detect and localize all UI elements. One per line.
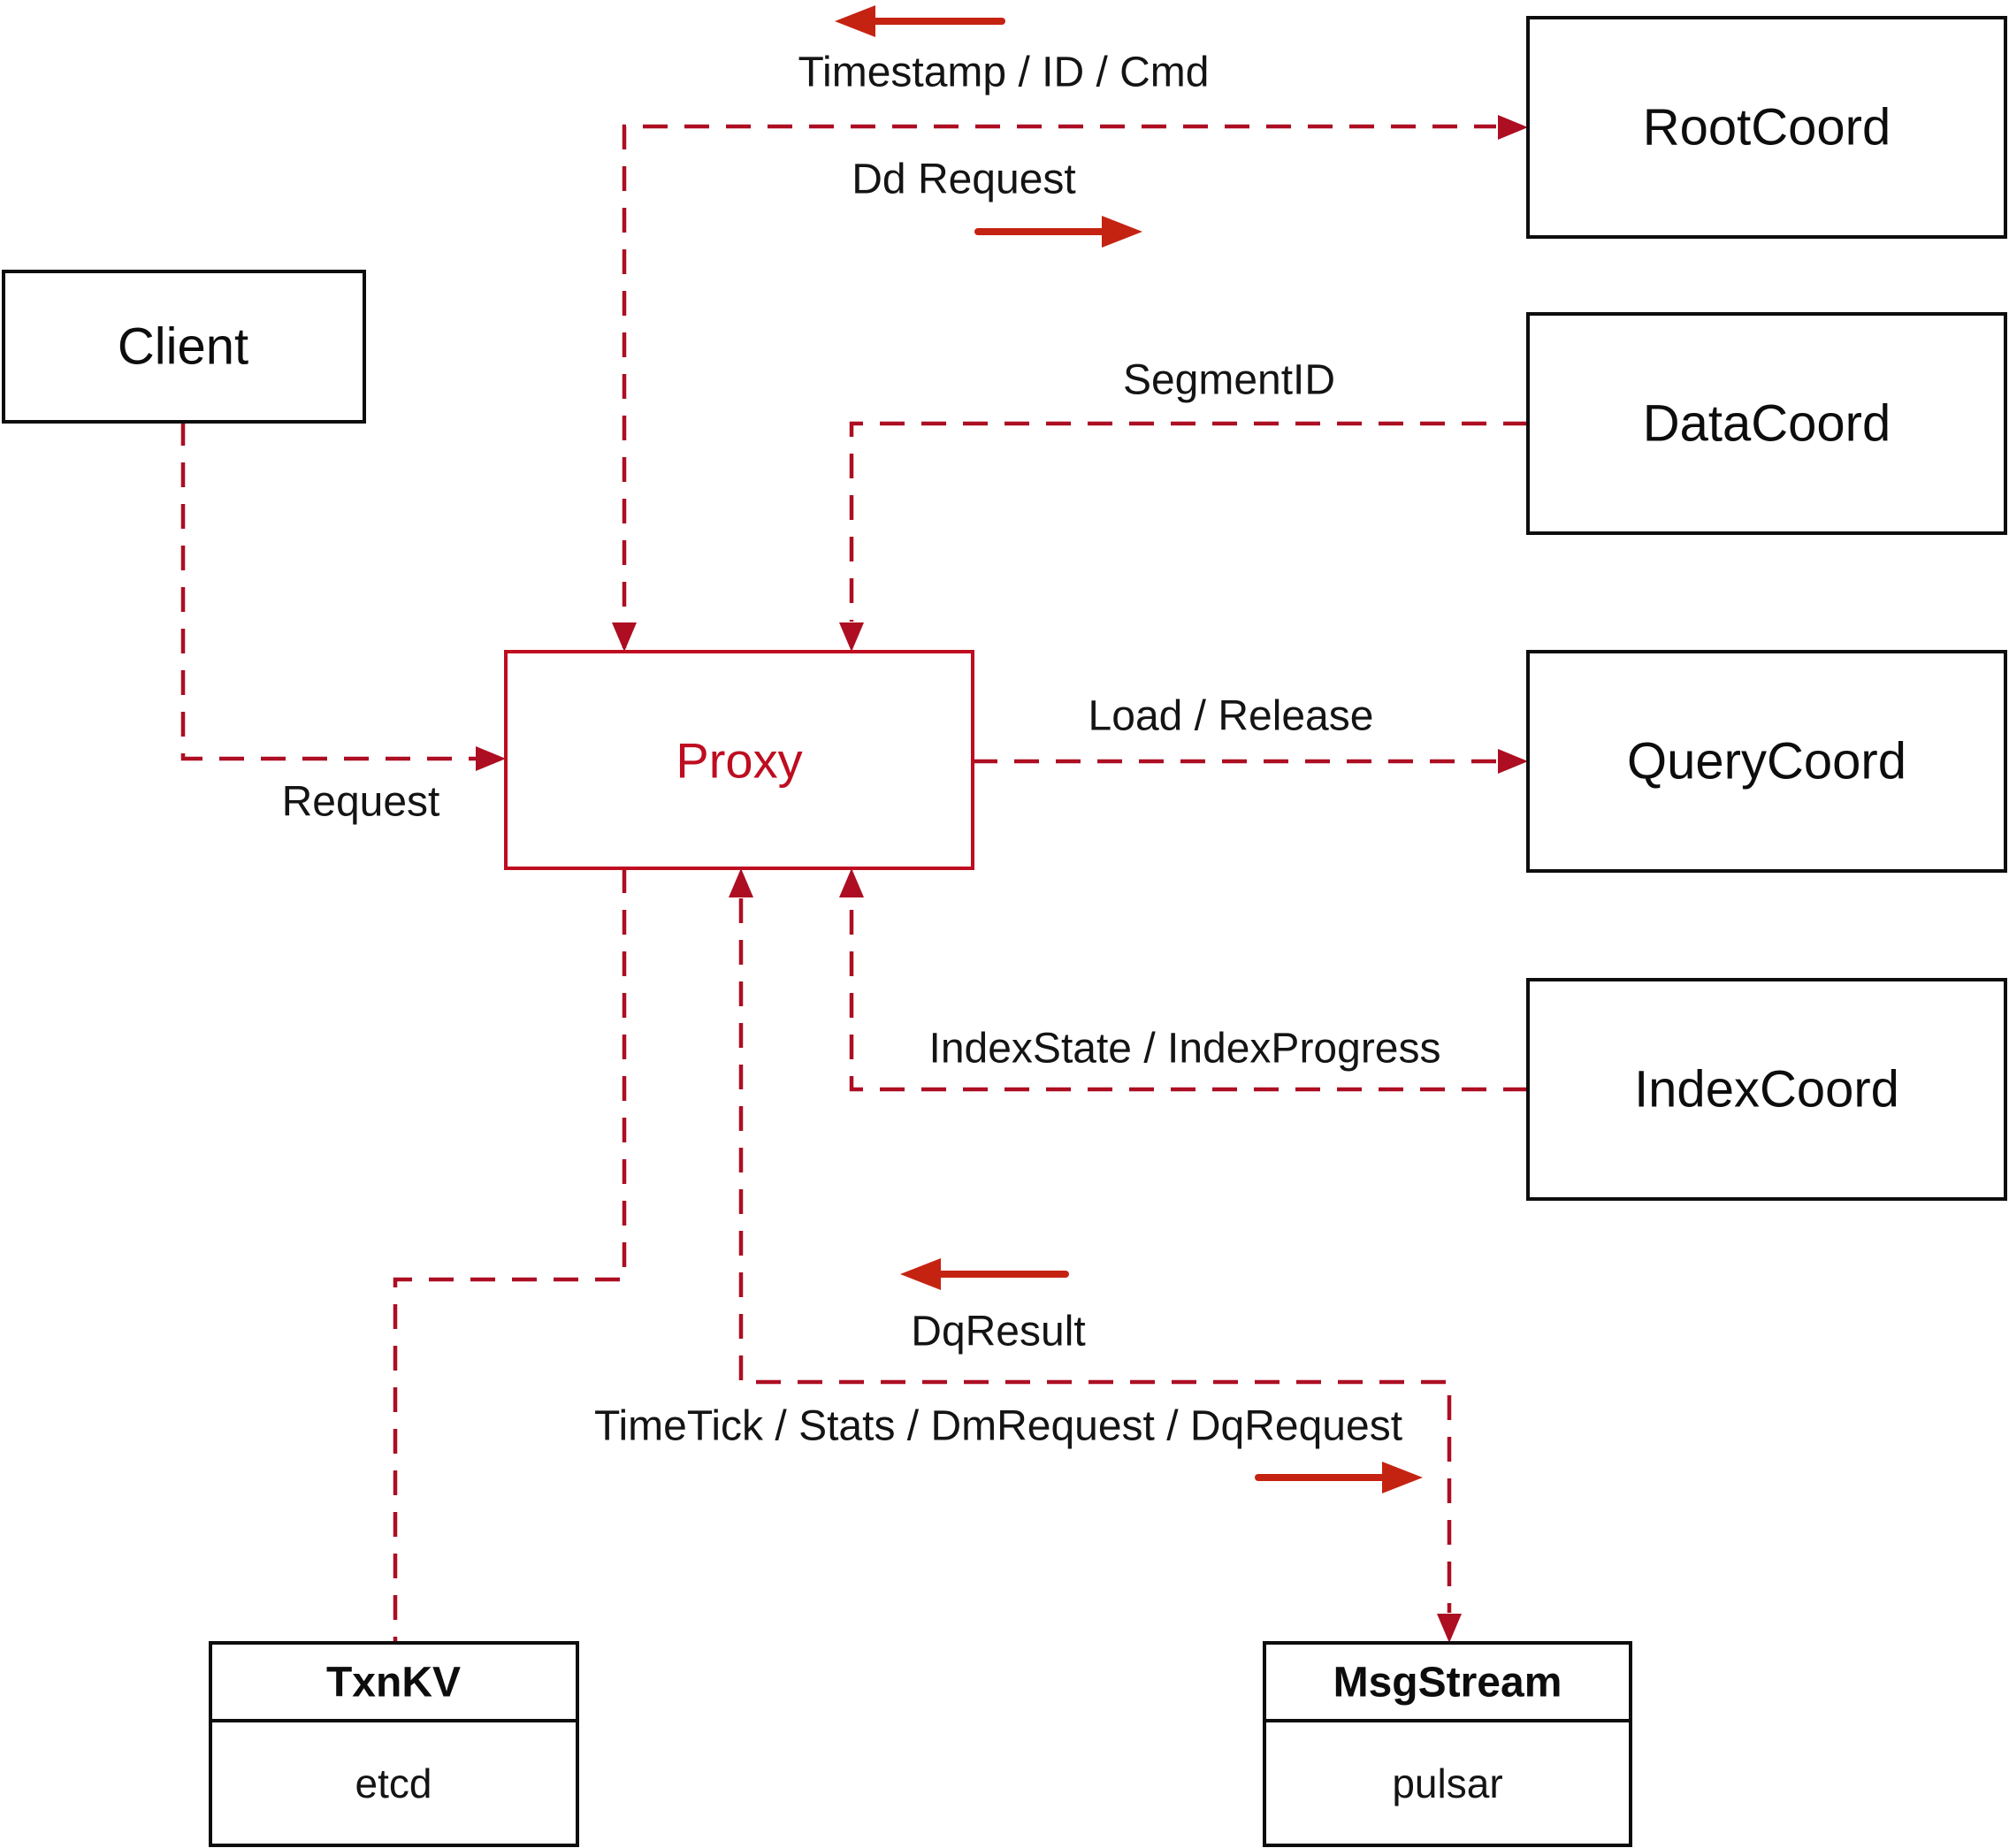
edge-line [180, 421, 476, 761]
rootcoord-box [1526, 16, 2007, 239]
client-box [2, 270, 366, 424]
node-datacoord: DataCoord [1526, 312, 2007, 535]
left-arrow-icon [835, 5, 875, 37]
edge-proxy-txnkv [393, 868, 627, 1643]
node-txnkv: TxnKV etcd [209, 1641, 579, 1847]
arrowhead-into-proxy-left [476, 746, 506, 771]
querycoord-box [1526, 650, 2007, 873]
arrowhead-into-proxy-top-right [839, 622, 864, 652]
proxy-label: Proxy [676, 733, 802, 789]
arrowhead-into-proxy-top-left [612, 622, 637, 652]
msgstream-title: MsgStream [1333, 1660, 1562, 1707]
rootcoord-label: RootCoord [1643, 99, 1891, 157]
arrowhead-into-msgstream [1437, 1614, 1462, 1643]
edge-line [622, 124, 1496, 648]
right-arrow-icon [1102, 216, 1142, 248]
edge-label-segmentid: SegmentID [1123, 357, 1335, 404]
edge-line [849, 898, 1528, 1092]
edge-timestamp-proxy-rootcoord [612, 115, 1528, 652]
direction-arrow-left-timestamp [835, 5, 1005, 37]
arrowhead-into-rootcoord [1498, 115, 1528, 140]
arrowhead-into-proxy-bottom-left [729, 868, 753, 897]
right-arrow-icon [1382, 1462, 1423, 1493]
node-indexcoord: IndexCoord [1526, 978, 2007, 1201]
edge-line [738, 898, 1452, 1613]
edge-request-client-proxy [180, 421, 506, 771]
edge-label-request: Request [282, 779, 440, 826]
indexcoord-box [1526, 978, 2007, 1201]
txnkv-title: TxnKV [326, 1660, 461, 1707]
edge-label-dqresult: DqResult [911, 1309, 1085, 1355]
client-label: Client [118, 318, 248, 376]
edge-label-timestamp: Timestamp / ID / Cmd [798, 50, 1210, 96]
direction-arrow-left-dqresult [900, 1258, 1069, 1290]
arrowhead-into-querycoord [1498, 749, 1528, 774]
direction-arrow-right-timetick [1255, 1462, 1423, 1493]
edge-label-timetick: TimeTick / Stats / DmRequest / DqRequest [594, 1403, 1402, 1450]
datacoord-box [1526, 312, 2007, 535]
indexcoord-label: IndexCoord [1634, 1061, 1899, 1119]
querycoord-label: QueryCoord [1627, 733, 1906, 790]
direction-arrow-right-dd-request [974, 216, 1142, 248]
node-msgstream: MsgStream pulsar [1263, 1641, 1632, 1847]
edge-indexstate-indexcoord-proxy [839, 868, 1528, 1092]
node-rootcoord: RootCoord [1526, 16, 2007, 239]
edge-label-load-release: Load / Release [1089, 693, 1374, 740]
edge-label-dd-request: Dd Request [852, 157, 1075, 203]
txnkv-impl: etcd [355, 1760, 432, 1806]
datacoord-label: DataCoord [1643, 395, 1891, 453]
node-querycoord: QueryCoord [1526, 650, 2007, 873]
arrowhead-into-proxy-bottom-right [839, 868, 864, 897]
node-client: Client [2, 270, 366, 424]
edge-line [849, 421, 1528, 622]
edge-label-indexstate: IndexState / IndexProgress [929, 1026, 1441, 1073]
node-proxy: Proxy [504, 650, 974, 870]
msgstream-impl: pulsar [1392, 1760, 1502, 1806]
proxy-box [504, 650, 974, 870]
msgstream-box [1263, 1641, 1632, 1847]
edge-load-release-proxy-querycoord [973, 749, 1528, 774]
txnkv-box [209, 1641, 579, 1847]
left-arrow-icon [900, 1258, 941, 1290]
edge-segmentid-datacoord-proxy [839, 421, 1528, 652]
edge-proxy-msgstream [729, 868, 1462, 1643]
edge-line [393, 868, 627, 1643]
